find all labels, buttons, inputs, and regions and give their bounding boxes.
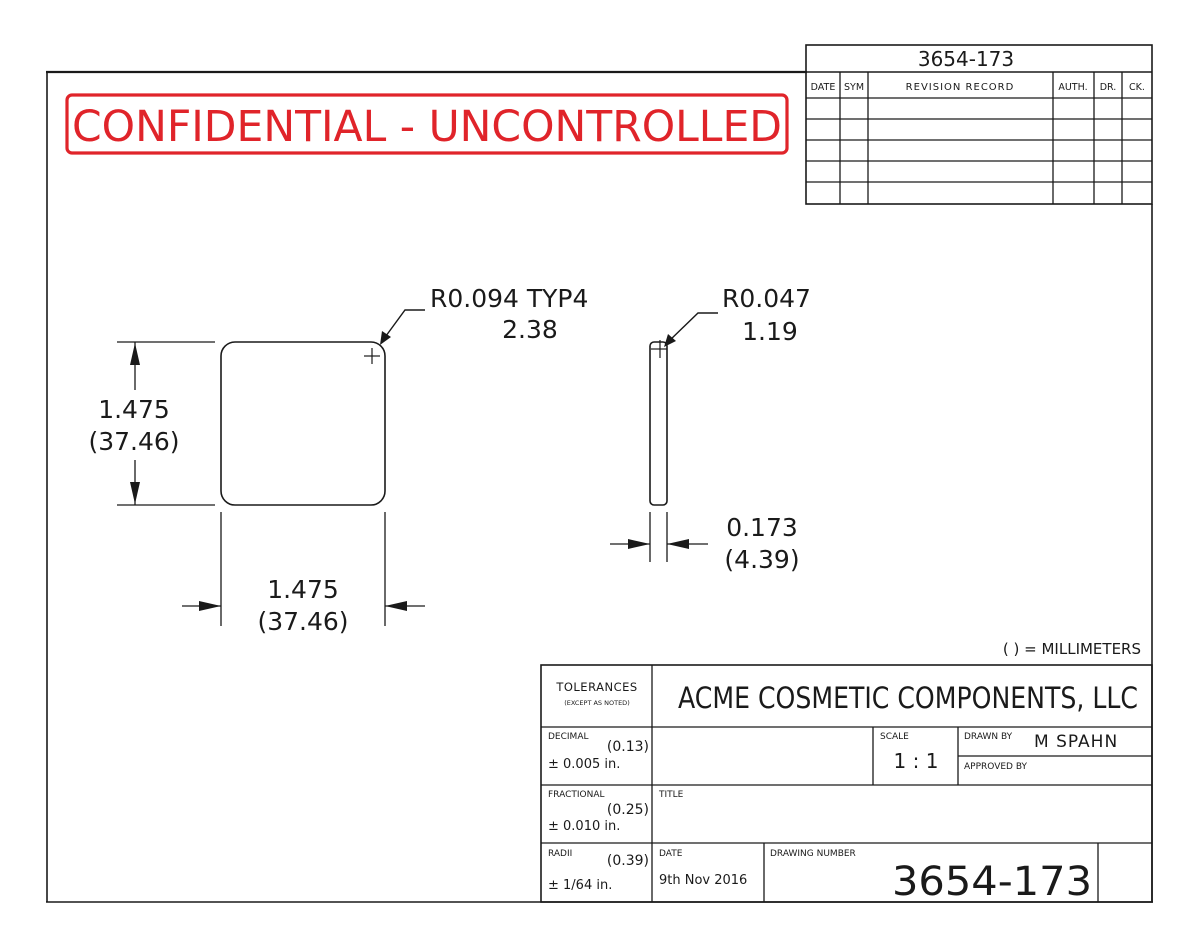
width-mm: (37.46) [257,607,348,636]
front-radius-label: R0.094 TYP4 [430,284,588,313]
width-dimension: 1.475 (37.46) [182,512,425,636]
drawing-number-label: DRAWING NUMBER [770,849,856,859]
radii-mm: (0.39) [607,853,649,869]
thickness-arrow-right [667,539,689,549]
thickness-inches: 0.173 [726,513,798,542]
side-view-outline [649,341,668,506]
units-note: ( ) = MILLIMETERS [1003,640,1141,658]
front-radius-mm: 2.38 [502,315,558,344]
fractional-label: FRACTIONAL [548,790,605,800]
height-arrow-bottom [130,482,140,504]
side-radius-mm: 1.19 [742,317,798,346]
revision-drawing-number: 3654-173 [918,47,1014,71]
height-inches: 1.475 [98,395,170,424]
decimal-mm: (0.13) [607,739,649,755]
thickness-dimension: 0.173 (4.39) [610,512,800,574]
scale-label: SCALE [880,732,909,742]
height-dimension: 1.475 (37.46) [88,341,215,506]
drawing-border [46,70,1153,903]
decimal-label: DECIMAL [548,732,589,742]
front-view-outline [220,341,386,506]
height-arrow-top [130,343,140,365]
tolerances-label: TOLERANCES [555,680,637,694]
side-view: R0.047 1.19 [649,284,811,506]
side-radius-arrowhead [664,334,676,347]
front-view: R0.094 TYP4 2.38 [220,284,588,506]
width-inches: 1.475 [267,575,339,604]
revision-header-record: REVISION RECORD [906,82,1015,93]
title-label: TITLE [658,790,684,800]
fractional-tolerance: ± 0.010 in. [548,819,620,834]
thickness-mm: (4.39) [724,545,799,574]
date-label: DATE [659,849,683,859]
decimal-tolerance: ± 0.005 in. [548,757,620,772]
radii-tolerance: ± 1/64 in. [548,878,612,893]
date-value: 9th Nov 2016 [659,873,747,888]
stamp-text: CONFIDENTIAL - UNCONTROLLED [72,102,782,152]
drawing-number-value: 3654-173 [892,859,1092,905]
width-arrow-right [385,601,407,611]
front-radius-arrowhead [380,331,391,345]
revision-table: 3654-173 DATE SYM REVISION RECORD AUTH. … [805,44,1153,205]
revision-header-dr: DR. [1100,82,1117,93]
fractional-mm: (0.25) [607,802,649,818]
stamp-frame [65,93,789,155]
width-arrow-left [199,601,221,611]
radii-label: RADII [548,849,572,859]
drawn-by-label: DRAWN BY [964,732,1013,742]
thickness-arrow-left [628,539,650,549]
height-mm: (37.46) [88,427,179,456]
side-radius-label: R0.047 [722,284,811,313]
tolerances-note: (EXCEPT AS NOTED) [564,699,629,707]
title-block: TOLERANCES (EXCEPT AS NOTED) ACME COSMET… [540,664,1153,905]
revision-header-sym: SYM [844,82,864,93]
approved-by-label: APPROVED BY [964,762,1028,772]
drawn-by-value: M SPAHN [1034,732,1118,752]
scale-value: 1 : 1 [894,749,939,773]
revision-header-ck: CK. [1129,82,1145,93]
revision-header-date: DATE [811,82,836,93]
company-name: ACME COSMETIC COMPONENTS, LLC [678,681,1138,715]
confidential-stamp: CONFIDENTIAL - UNCONTROLLED [65,93,789,155]
revision-header-auth: AUTH. [1058,82,1087,93]
